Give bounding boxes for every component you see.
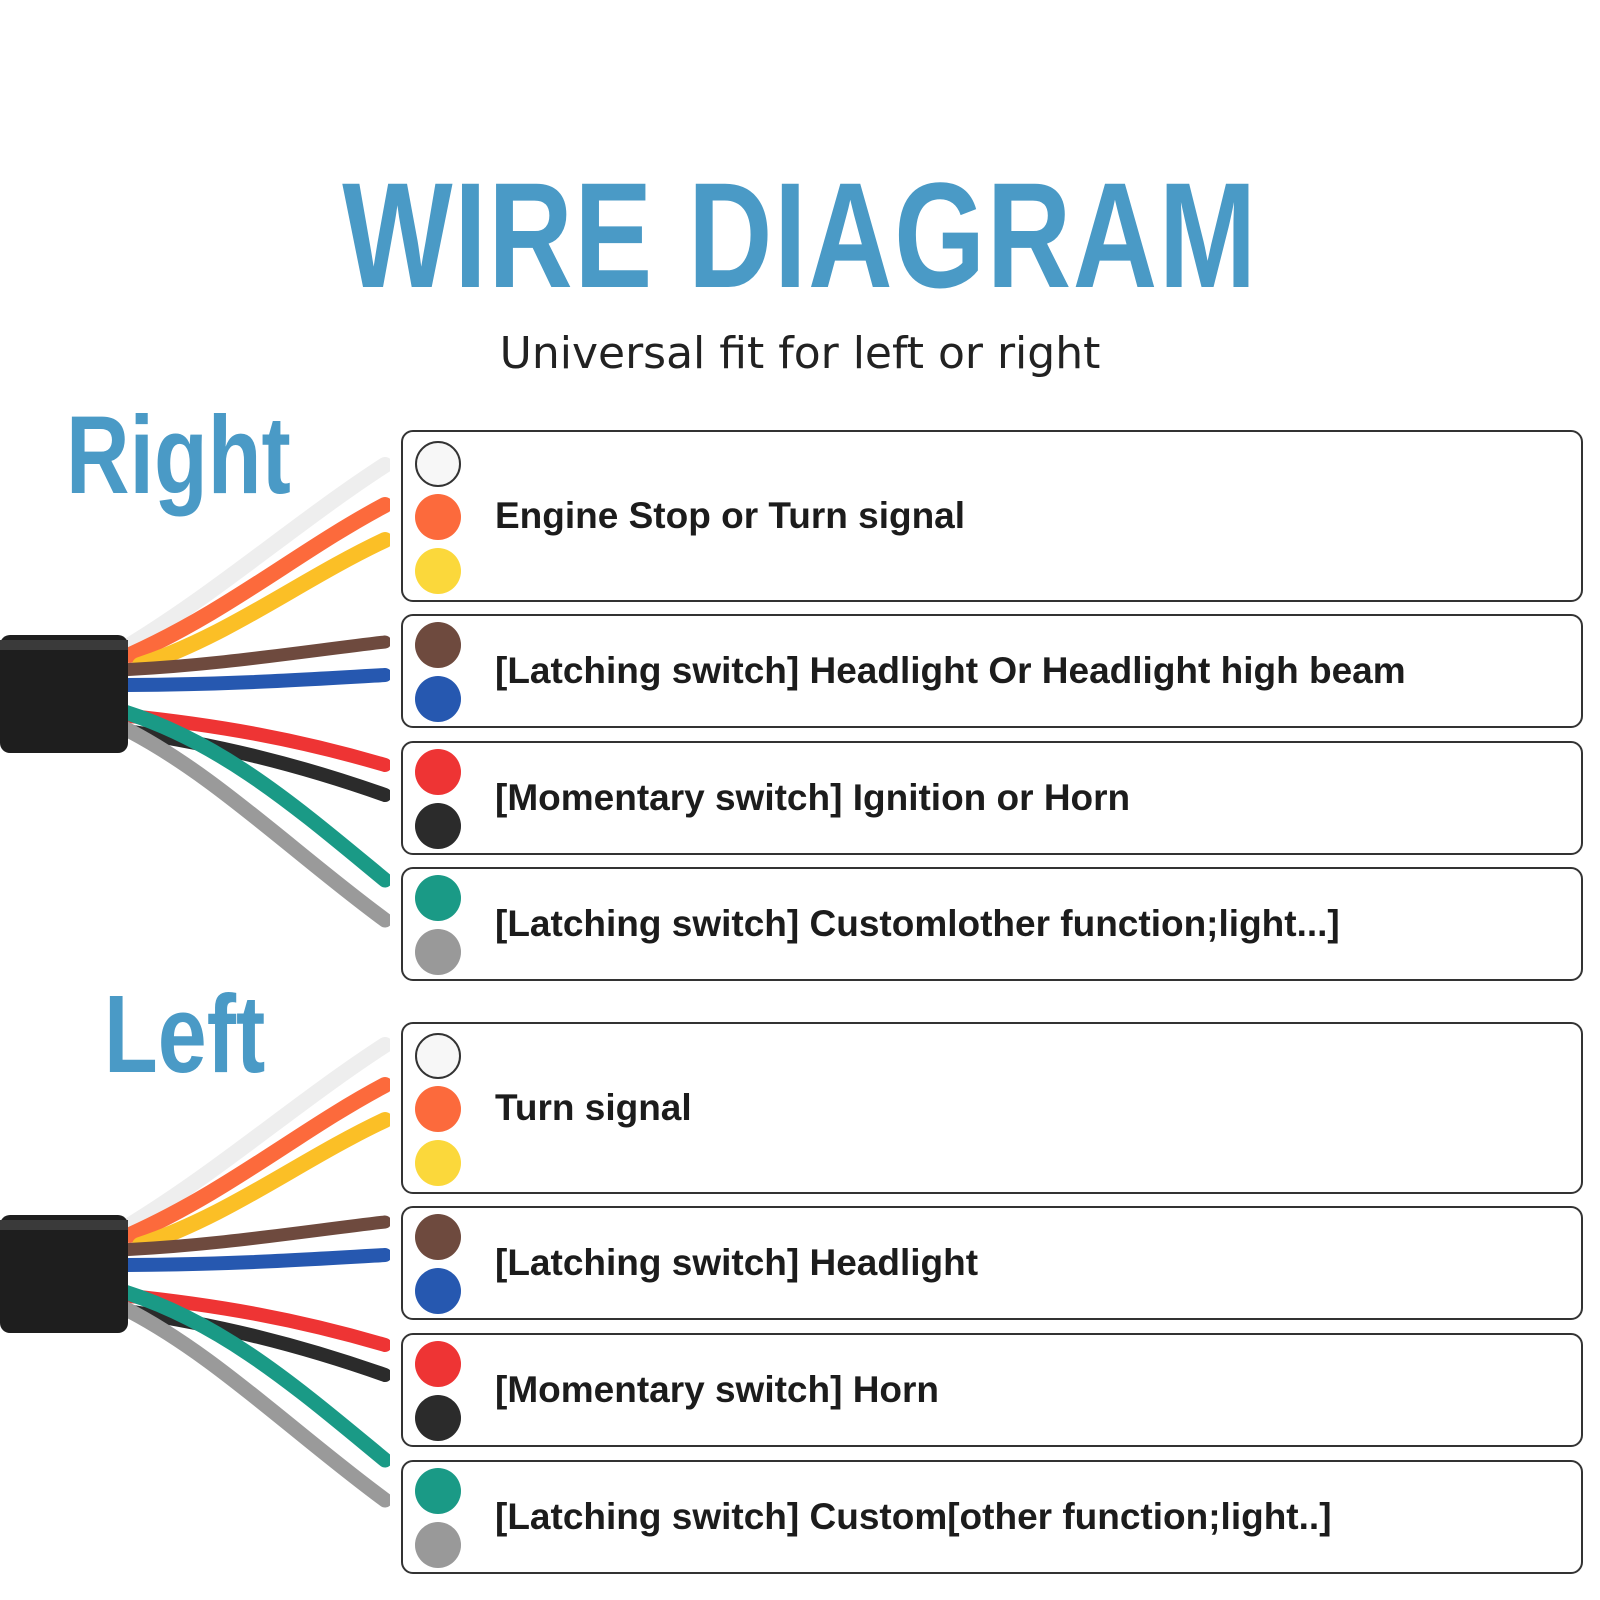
orange-wire-dot [415, 1086, 461, 1132]
diagram-title: WIRE DIAGRAM [342, 151, 1258, 319]
red-wire-dot [415, 749, 461, 795]
orange-wire-dot [415, 494, 461, 540]
wire-function-label: [Latching switch] Custom[other function;… [495, 1496, 1332, 1537]
section-label-left: Left [104, 973, 266, 1096]
gray-wire-dot [415, 1522, 461, 1568]
wire-row: [Momentary switch] Ignition or Horn [401, 741, 1583, 855]
blue-wire-dot [415, 676, 461, 722]
wire-harness-right-illustration [0, 457, 390, 928]
wire-row: [Latching switch] Headlight [401, 1206, 1583, 1320]
white-wire-dot [415, 441, 461, 487]
green-wire-dot [415, 1468, 461, 1514]
wire-function-label: [Latching switch] Headlight Or Headlight… [495, 650, 1406, 691]
wire-function-label: [Latching switch] Headlight [495, 1242, 979, 1283]
wire-function-label: [Momentary switch] Horn [495, 1369, 940, 1410]
green-wire-dot [415, 875, 461, 921]
wire-function-label: [Latching switch] Customlother function;… [495, 903, 1340, 944]
red-wire-dot [415, 1341, 461, 1387]
wire-row: [Latching switch] Headlight Or Headlight… [401, 614, 1583, 728]
wire-row: Engine Stop or Turn signal [401, 430, 1583, 602]
black-wire-dot [415, 1395, 461, 1441]
wire-row: [Latching switch] Custom[other function;… [401, 1460, 1583, 1574]
brown-wire-dot [415, 1214, 461, 1260]
blue-wire-dot [415, 1268, 461, 1314]
diagram-subtitle: Universal fit for left or right [499, 328, 1101, 379]
wire-row: [Momentary switch] Horn [401, 1333, 1583, 1447]
section-label-right: Right [66, 394, 291, 517]
gray-wire-dot [415, 929, 461, 975]
wire-function-label: Turn signal [495, 1087, 692, 1128]
wire-harness-left-illustration [0, 1037, 390, 1508]
yellow-wire-dot [415, 1140, 461, 1186]
brown-wire-dot [415, 622, 461, 668]
wire-function-label: [Momentary switch] Ignition or Horn [495, 777, 1131, 818]
black-wire-dot [415, 803, 461, 849]
wire-function-label: Engine Stop or Turn signal [495, 495, 966, 536]
white-wire-dot [415, 1033, 461, 1079]
yellow-wire-dot [415, 548, 461, 594]
wire-row: [Latching switch] Customlother function;… [401, 867, 1583, 981]
wire-row: Turn signal [401, 1022, 1583, 1194]
